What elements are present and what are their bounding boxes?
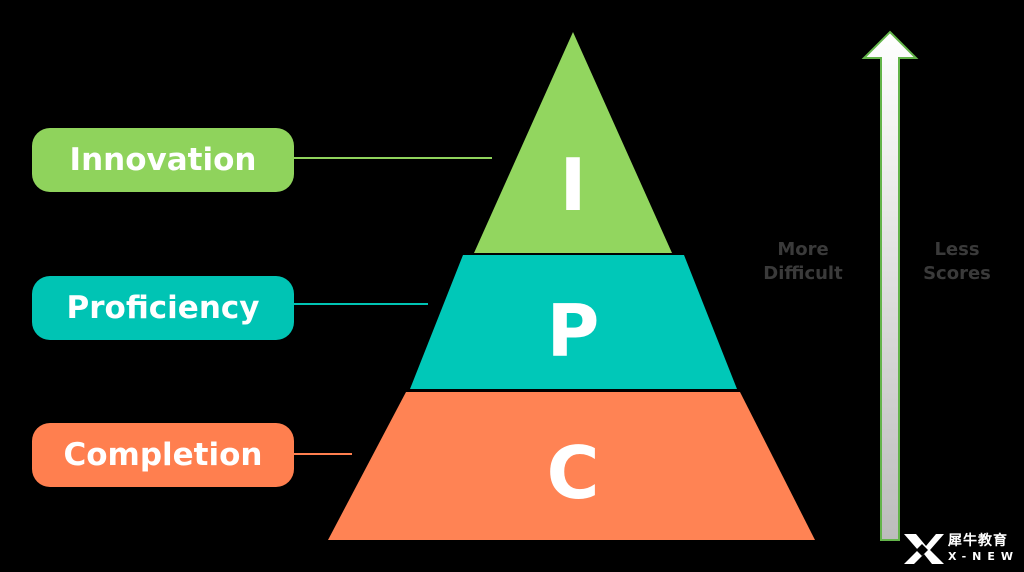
innovation-label: Innovation bbox=[69, 142, 257, 178]
completion-pill: Completion bbox=[32, 423, 294, 487]
tier-letter-i: I bbox=[560, 143, 587, 227]
pyramid-tier-completion bbox=[328, 392, 815, 540]
proficiency-pill: Proficiency bbox=[32, 276, 294, 340]
x-logo-icon bbox=[904, 534, 944, 564]
up-arrow-icon bbox=[861, 30, 919, 541]
pyramid-tier-proficiency bbox=[410, 255, 737, 389]
innovation-pill: Innovation bbox=[32, 128, 294, 192]
completion-connector bbox=[294, 453, 352, 455]
completion-label: Completion bbox=[63, 437, 263, 473]
proficiency-connector bbox=[294, 303, 428, 305]
brand-logo: 犀牛教育 X-NEW bbox=[902, 528, 1020, 568]
brand-name-cn: 犀牛教育 bbox=[948, 533, 1008, 549]
innovation-connector bbox=[294, 157, 492, 159]
brand-name-en: X-NEW bbox=[948, 550, 1020, 563]
tier-letter-c: C bbox=[547, 431, 600, 515]
less-scores-label: Less Scores bbox=[923, 239, 991, 284]
proficiency-label: Proficiency bbox=[66, 290, 260, 326]
tier-letter-p: P bbox=[547, 289, 600, 373]
more-difficult-label: More Difficult bbox=[763, 239, 843, 284]
pyramid-tier-innovation bbox=[474, 32, 672, 253]
